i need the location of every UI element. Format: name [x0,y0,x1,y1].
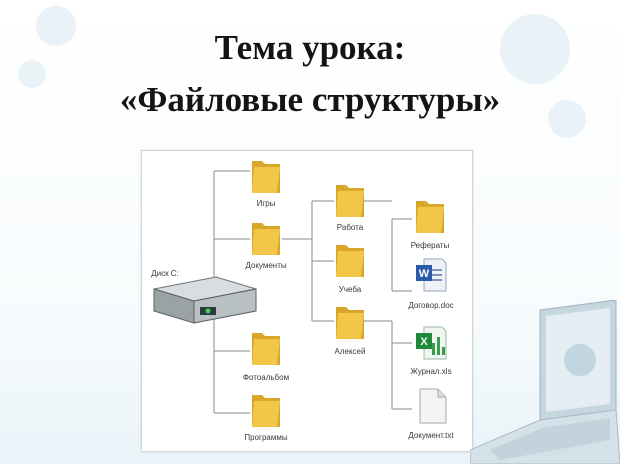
folder-icon [252,161,280,193]
node-label-games: Игры [256,199,276,208]
node-label-work: Работа [336,223,364,232]
folder-icon [336,185,364,217]
slide-title-line-1: Тема урока: [214,28,406,67]
decor-bubble [18,60,46,88]
decor-bubble [548,100,586,138]
node-label-reports: Рефераты [410,241,450,250]
node-label-doc: Договор.doc [408,301,454,310]
folder-icon [252,395,280,427]
node-label-photo: Фотоальбом [242,373,290,382]
text-file-icon [419,388,447,424]
hard-drive-icon [153,276,257,324]
folder-icon [416,201,444,233]
node-label-documents: Документы [245,261,287,270]
folder-icon [336,245,364,277]
svg-text:W: W [419,268,430,280]
file-structure-diagram: Диск C: Игры Документы Фотоальбом Програ… [141,150,473,452]
slide-title-line-2: «Файловые структуры» [119,80,501,119]
excel-file-icon: X [416,326,447,360]
decor-bubble [36,6,76,46]
node-label-study: Учеба [338,285,362,294]
svg-text:X: X [420,336,428,348]
folder-icon [336,307,364,339]
node-label-aleksey: Алексей [334,347,366,356]
node-label-txt: Документ.txt [408,431,454,440]
node-label-programs: Программы [244,433,288,442]
folder-icon [252,333,280,365]
node-label-xls: Журнал.xls [410,367,452,376]
word-file-icon: W [416,258,447,292]
decor-bubble [500,14,570,84]
disk-label: Диск C: [151,269,179,278]
folder-icon [252,223,280,255]
laptop-decoration-icon [470,300,620,464]
